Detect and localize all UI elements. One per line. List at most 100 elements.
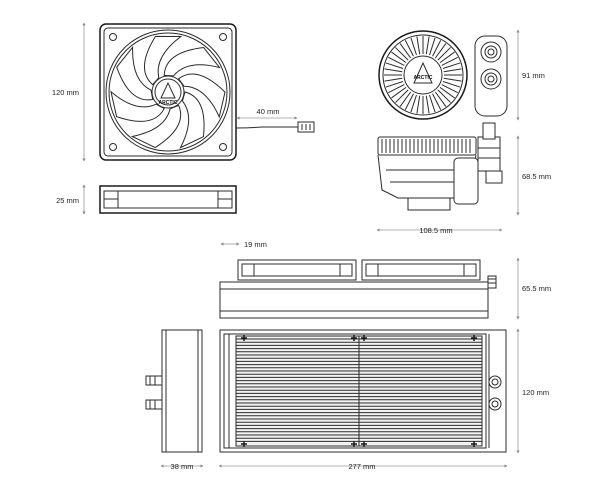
pump-fin — [441, 84, 458, 94]
pump-side-fins — [381, 139, 471, 153]
pump-fin — [439, 86, 455, 99]
pump-fin — [434, 43, 447, 59]
pump-fin — [404, 40, 414, 57]
pump-fin — [442, 62, 461, 69]
pump-fin — [399, 43, 412, 59]
pump-coldplate — [407, 197, 451, 211]
pump-side-fitting — [477, 136, 501, 172]
fan-ring-inner — [108, 32, 228, 152]
pump-fin — [410, 94, 417, 113]
fan-hub-inner — [154, 78, 182, 106]
radiator-end-fitting-bottom — [145, 399, 163, 410]
pump-fin — [429, 37, 436, 56]
fitting-bottom — [480, 68, 502, 90]
fan-logo-text: ARCTIC — [159, 100, 178, 106]
arctic-logo-icon — [160, 81, 176, 99]
pump-cap — [378, 30, 468, 120]
label-cable-length: 40 mm — [257, 107, 280, 116]
radiator-screws — [241, 335, 477, 447]
pump-fin — [416, 95, 421, 114]
pump-fin — [434, 91, 447, 107]
radiator-body-side — [219, 281, 489, 319]
pump-fin — [388, 84, 405, 94]
pump-fin — [437, 47, 451, 61]
fitting-top — [480, 41, 502, 63]
radiator-fan-1-side — [237, 259, 357, 281]
pump-side-housing — [453, 157, 479, 205]
dim-radiator-total-height: 65.5 mm — [516, 257, 551, 320]
fan-side-frame — [99, 185, 237, 214]
label-fan-height: 120 mm — [52, 88, 79, 97]
pump-fin — [385, 81, 404, 88]
fan-cable — [235, 126, 298, 129]
fan-blade — [177, 73, 226, 119]
pump-fin — [384, 68, 403, 73]
pump-fin — [443, 77, 462, 82]
fan-screw-hole — [219, 143, 227, 151]
label-radiator-fan-offset: 19 mm — [244, 240, 267, 249]
pump-center — [403, 55, 443, 95]
fan-blade — [110, 90, 165, 122]
dim-fan-height: 120 mm — [52, 22, 86, 162]
radiator-end-fitting-top — [145, 375, 163, 386]
label-radiator-height: 120 mm — [522, 388, 549, 397]
fan-screw-hole — [219, 33, 227, 41]
pump-fin — [391, 86, 407, 99]
pump-fin — [410, 37, 417, 56]
pump-fin — [439, 51, 455, 64]
fan-ring — [105, 29, 231, 155]
dim-cable-length: 40 mm — [236, 107, 298, 120]
fan-screw-hole — [109, 33, 117, 41]
pump-fin — [425, 95, 430, 114]
fan-blade — [130, 104, 182, 149]
pump-fin — [443, 68, 462, 73]
dim-radiator-thickness: 38 mm — [160, 462, 204, 471]
fan-hub — [151, 75, 185, 109]
pump-side-view — [377, 122, 503, 211]
radiator-side-fitting — [487, 275, 497, 289]
radiator-end-body — [161, 329, 203, 453]
dim-pump-width: 108.5 mm — [376, 226, 503, 235]
fan-blade — [144, 35, 183, 86]
pump-fin — [404, 93, 414, 110]
fan-screw-hole — [109, 143, 117, 151]
radiator-front-view — [219, 329, 507, 453]
dim-fan-thickness: 25 mm — [56, 184, 86, 215]
fan-blade — [116, 45, 154, 101]
fan-front-view: ARCTIC — [99, 23, 315, 161]
fan-side-view — [99, 185, 237, 214]
label-fan-thickness: 25 mm — [56, 196, 79, 205]
pump-fin — [385, 62, 404, 69]
radiator-side-view — [219, 259, 497, 319]
label-pump-height: 91 mm — [522, 71, 545, 80]
radiator-end-view — [145, 329, 203, 453]
pump-fins — [384, 36, 462, 114]
radiator-port-bottom — [488, 397, 502, 411]
pump-fin — [395, 89, 409, 103]
pump-fin — [388, 56, 405, 66]
pump-fin — [384, 77, 403, 82]
pump-fin — [432, 40, 442, 57]
pump-fin — [442, 81, 461, 88]
label-pump-depth: 68.5 mm — [522, 172, 551, 181]
label-pump-width: 108.5 mm — [419, 226, 452, 235]
pump-fin — [391, 51, 407, 64]
dim-radiator-length: 277 mm — [218, 462, 508, 471]
fan-blades — [110, 35, 226, 149]
label-radiator-total-height: 65.5 mm — [522, 284, 551, 293]
pump-side-tube-stub — [482, 122, 496, 140]
pump-top-view: ARCTIC — [378, 30, 508, 120]
fan-blade — [163, 46, 221, 77]
radiator-port-top — [488, 375, 502, 389]
pump-cap-side — [377, 136, 477, 156]
pump-fin — [437, 89, 451, 103]
dim-radiator-height: 120 mm — [516, 328, 549, 454]
arctic-logo-icon — [413, 61, 433, 84]
dim-radiator-fan-offset: 19 mm — [220, 240, 267, 249]
fan-frame-inner — [103, 27, 233, 157]
pump-fin — [399, 91, 412, 107]
fan-frame — [99, 23, 237, 161]
pump-fin — [432, 93, 442, 110]
